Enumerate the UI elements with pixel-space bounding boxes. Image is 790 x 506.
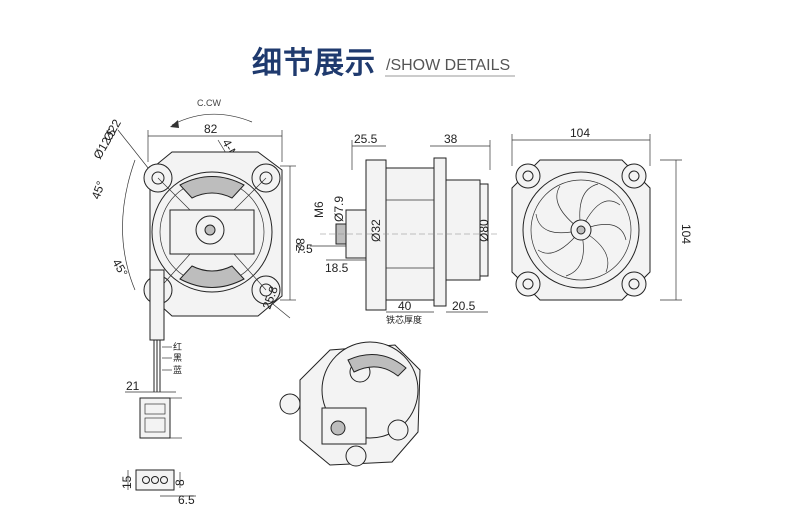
wire-black-label: 黑 xyxy=(173,353,182,364)
iso-coil xyxy=(347,354,407,377)
connector-face xyxy=(135,469,175,491)
shaft-len-label: 7.5 xyxy=(296,242,313,256)
perspective-view xyxy=(279,341,421,467)
flange-dim-label: 25.5 xyxy=(354,132,378,146)
hole-dia2-label: Ø12.5 xyxy=(90,126,119,162)
core-len-label: 40 xyxy=(398,299,412,313)
front-view: C.CW 82 82 Ø22 Ø12.5 4-M4 45° 45° xyxy=(89,98,307,439)
rear-cap xyxy=(479,183,489,277)
wire-blue-label: 蓝 xyxy=(173,364,182,376)
body-dim-label: 38 xyxy=(444,132,458,146)
rear-len-label: 20.5 xyxy=(452,299,476,313)
wire-sleeve xyxy=(149,269,165,341)
rear-ear-bl xyxy=(515,271,541,297)
rear-ear-tl xyxy=(515,163,541,189)
rear-flange xyxy=(433,157,447,307)
connector-pitch-label: 6.5 xyxy=(178,493,195,506)
rotation-arrow xyxy=(171,113,253,126)
section-title-en: /SHOW DETAILS xyxy=(386,57,511,74)
iso-ear-left xyxy=(279,393,301,415)
shaft-center xyxy=(204,224,216,236)
angle-bottom-label: 45° xyxy=(109,257,130,280)
hub-len-label: 18.5 xyxy=(325,261,349,275)
side-view: 25.5 38 M6 Ø7.9 Ø32 Ø80 7.5 xyxy=(296,132,500,326)
shaft-dia-label: Ø7.9 xyxy=(332,196,346,222)
connector-height-label: 15 xyxy=(120,475,134,489)
rotation-label: C.CW xyxy=(197,98,221,108)
iso-shaft xyxy=(330,420,346,436)
angle-top-label: 45° xyxy=(89,179,108,201)
wire-red-label: 红 xyxy=(173,341,182,353)
coil-window-top xyxy=(179,176,245,199)
width-dim-label: 82 xyxy=(204,122,218,136)
section-title-cn: 细节展示 xyxy=(252,46,376,81)
body-dia-label: Ø80 xyxy=(477,219,491,242)
rear-ear-br xyxy=(621,271,647,297)
rear-ear-tr xyxy=(621,163,647,189)
height-dim-label: 82 xyxy=(293,238,307,252)
thread-label: M6 xyxy=(312,201,326,218)
coil-window-bottom xyxy=(179,265,245,288)
rear-height-label: 104 xyxy=(679,224,693,244)
hub-dia-label: Ø32 xyxy=(369,219,383,242)
rotation-arrowhead xyxy=(170,120,179,128)
core-thickness-label: 铁芯厚度 xyxy=(386,314,422,326)
iso-ear-right xyxy=(387,419,409,441)
rear-housing xyxy=(445,179,481,281)
connector-end-view: 15 8 6.5 xyxy=(120,469,196,506)
iso-ear-bottom xyxy=(345,445,367,467)
rear-width-label: 104 xyxy=(570,126,590,140)
rear-view: 104 104 xyxy=(511,126,693,301)
lead-length-label: 21 xyxy=(126,379,140,393)
connector-depth-label: 8 xyxy=(173,479,187,486)
